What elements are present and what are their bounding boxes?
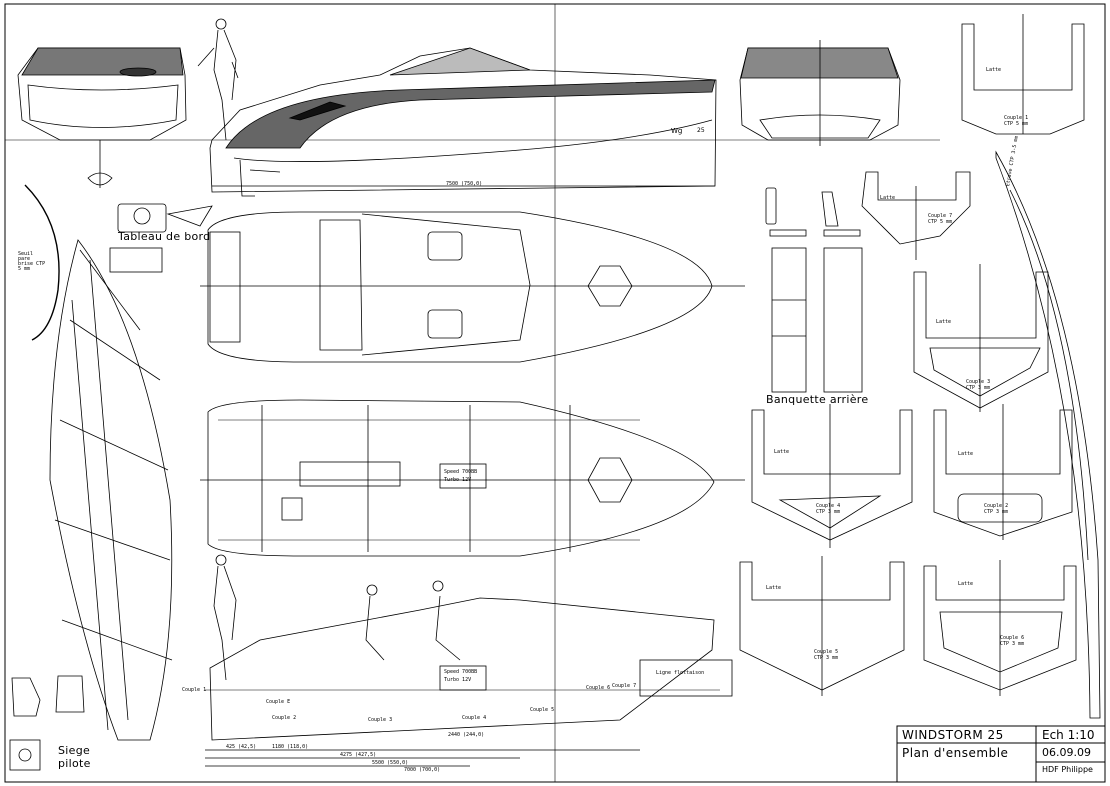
frame7-batten: Latte bbox=[880, 195, 896, 201]
standing-figure-top bbox=[197, 18, 239, 141]
frame3-material: CTP 3 mm bbox=[966, 385, 991, 391]
front-view bbox=[17, 47, 187, 188]
frame6-label: Couple 6 bbox=[1000, 635, 1025, 641]
frame-5 bbox=[739, 556, 905, 696]
frame5-material: CTP 3 mm bbox=[814, 655, 839, 661]
pilot-seat-label-2: pilote bbox=[58, 757, 91, 770]
frame2-material: CTP 3 mm bbox=[984, 509, 1009, 515]
deck-plan bbox=[200, 211, 745, 363]
frame2-batten: Latte bbox=[958, 451, 974, 457]
longitudinal-section bbox=[205, 580, 733, 767]
side-profile bbox=[209, 47, 717, 197]
frame5-batten: Latte bbox=[766, 585, 782, 591]
section-couple-1: Couple 1 bbox=[182, 687, 207, 693]
frame7-material: CTP 5 mm bbox=[928, 219, 953, 225]
dim-1: 425 (42,5) bbox=[226, 744, 257, 750]
hull-logo-number: 25 bbox=[697, 127, 705, 134]
stem-piece bbox=[995, 150, 1101, 719]
dim-4: 2440 (244,0) bbox=[448, 732, 485, 738]
title-subtitle: Plan d'ensemble bbox=[902, 746, 1009, 760]
dim-2: 1180 (118,0) bbox=[272, 744, 309, 750]
frame1-batten: Latte bbox=[986, 67, 1002, 73]
pilot-seat bbox=[9, 675, 85, 771]
internal-plan bbox=[200, 399, 745, 557]
dashboard-drawing bbox=[109, 203, 213, 273]
frame6-material: CTP 3 mm bbox=[1000, 641, 1025, 647]
title-author: HDF Philippe bbox=[1042, 765, 1093, 774]
gunwale-cut-label: Seuil pare brise CTP 5 mm bbox=[18, 251, 46, 272]
title-name: WINDSTORM 25 bbox=[902, 728, 1004, 742]
title-block bbox=[896, 725, 1106, 783]
dim-5: 5500 (550,0) bbox=[372, 760, 409, 766]
frame-4 bbox=[751, 404, 913, 548]
frame6-batten: Latte bbox=[958, 581, 974, 587]
frame3-batten: Latte bbox=[936, 319, 952, 325]
dim-3: 4275 (427,5) bbox=[340, 752, 377, 758]
engine-label-2: Speed 700BB bbox=[444, 669, 478, 675]
frame1-material: CTP 5 mm bbox=[1004, 121, 1029, 127]
section-couple-3: Couple 3 bbox=[368, 717, 393, 723]
engine-label-1b: Turbo 12V bbox=[444, 477, 472, 483]
frame3-label: Couple 3 bbox=[966, 379, 991, 385]
frame-7 bbox=[861, 171, 971, 260]
frame5-label: Couple 5 bbox=[814, 649, 839, 655]
waterline-label: Ligne flottaison bbox=[656, 670, 705, 676]
rear-bench-label: Banquette arrière bbox=[766, 393, 869, 406]
frame-6 bbox=[923, 560, 1077, 696]
frame-1 bbox=[961, 14, 1085, 135]
dim-6: 7000 (700,0) bbox=[404, 767, 441, 773]
frame4-label: Couple 4 bbox=[816, 503, 841, 509]
section-couple-4: Couple 4 bbox=[462, 715, 487, 721]
svg-text:Wg: Wg bbox=[671, 127, 682, 135]
dashboard-label: Tableau de bord bbox=[118, 230, 211, 243]
engine-label-2b: Turbo 12V bbox=[444, 677, 472, 683]
seat-cushions bbox=[765, 187, 863, 393]
standing-figure-bottom bbox=[213, 554, 237, 681]
rear-view bbox=[739, 40, 901, 146]
frame7-label: Couple 7 bbox=[928, 213, 953, 219]
title-date: 06.09.09 bbox=[1042, 746, 1091, 759]
frame2-label: Couple 2 bbox=[984, 503, 1009, 509]
title-scale: Ech 1:10 bbox=[1042, 728, 1095, 742]
pilot-seat-label-1: Siege bbox=[58, 744, 91, 757]
section-couple-5: Couple 5 bbox=[530, 707, 555, 713]
engine-label-1: Speed 700BB bbox=[444, 469, 478, 475]
overall-length-dim: 7500 (750,0) bbox=[446, 181, 483, 187]
frame1-label: Couple 1 bbox=[1004, 115, 1029, 121]
frame-2 bbox=[933, 404, 1073, 540]
section-couple-2: Couple 2 bbox=[272, 715, 297, 721]
frame4-batten: Latte bbox=[774, 449, 790, 455]
section-couple-6: Couple 6 bbox=[586, 685, 611, 691]
frame4-material: CTP 3 mm bbox=[816, 509, 841, 515]
frame-3 bbox=[913, 264, 1049, 412]
section-couple-e: Couple E bbox=[266, 699, 291, 705]
hull-elevation-vertical bbox=[24, 184, 173, 741]
section-couple-7: Couple 7 bbox=[612, 683, 637, 689]
